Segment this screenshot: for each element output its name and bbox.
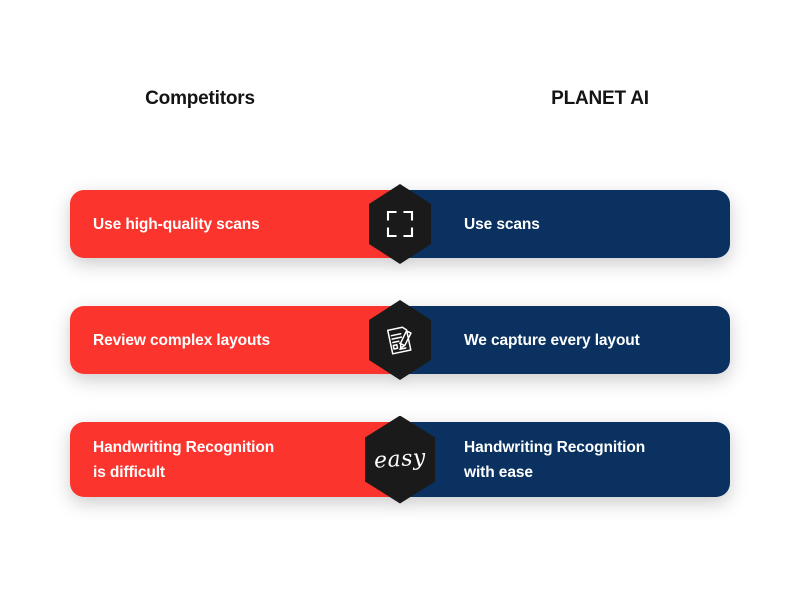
comparison-row: Handwriting Recognition is difficult Han…	[0, 415, 800, 504]
competitor-bar: Use high-quality scans	[70, 190, 402, 258]
planet-bar: Use scans	[398, 190, 730, 258]
planet-bar-label: Use scans	[464, 215, 540, 233]
scan-frame-icon	[385, 209, 415, 239]
column-header-competitors: Competitors	[145, 88, 255, 109]
competitor-bar: Handwriting Recognition is difficult	[70, 422, 402, 497]
planet-bar-label: Handwriting Recognition with ease	[464, 438, 646, 481]
planet-bar: We capture every layout	[398, 306, 730, 374]
row-badge	[369, 300, 431, 380]
row-badge	[369, 184, 431, 264]
planet-bar-label: We capture every layout	[464, 331, 640, 349]
column-headers: Competitors PLANET AI	[70, 84, 730, 114]
easy-script-icon: easy	[373, 445, 427, 474]
planet-bar: Handwriting Recognition with ease	[398, 422, 730, 497]
competitor-bar-label: Review complex layouts	[93, 331, 270, 349]
column-header-planet-ai: PLANET AI	[551, 88, 649, 109]
comparison-row: Use high-quality scans Use scans	[0, 184, 800, 264]
competitor-bar: Review complex layouts	[70, 306, 402, 374]
competitor-bar-label: Use high-quality scans	[93, 215, 260, 233]
competitor-bar-label: Handwriting Recognition is difficult	[93, 438, 275, 481]
document-pencil-icon	[383, 323, 417, 357]
comparison-rows: Use high-quality scans Use scans R	[0, 184, 800, 504]
comparison-row: Review complex layouts We capture every …	[0, 300, 800, 380]
